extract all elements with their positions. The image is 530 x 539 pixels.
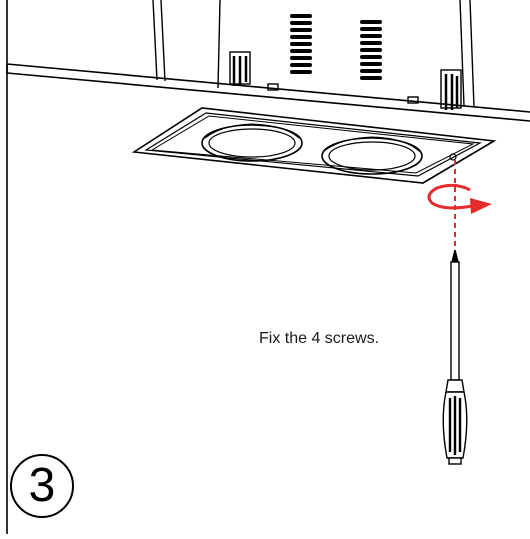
spring-clip-icon xyxy=(229,51,279,91)
step-badge: 3 xyxy=(8,452,76,520)
vent-grille-right xyxy=(360,20,382,80)
fixture-housing xyxy=(152,0,475,108)
screwdriver-icon xyxy=(442,249,468,465)
vent-grille-left xyxy=(290,14,312,74)
instruction-caption: Fix the 4 screws. xyxy=(259,330,380,347)
rotation-arrow-icon xyxy=(427,160,492,250)
spring-clip-icon-right xyxy=(407,69,462,110)
twin-lamp-frame-icon xyxy=(131,107,497,184)
step-number: 3 xyxy=(28,459,56,512)
